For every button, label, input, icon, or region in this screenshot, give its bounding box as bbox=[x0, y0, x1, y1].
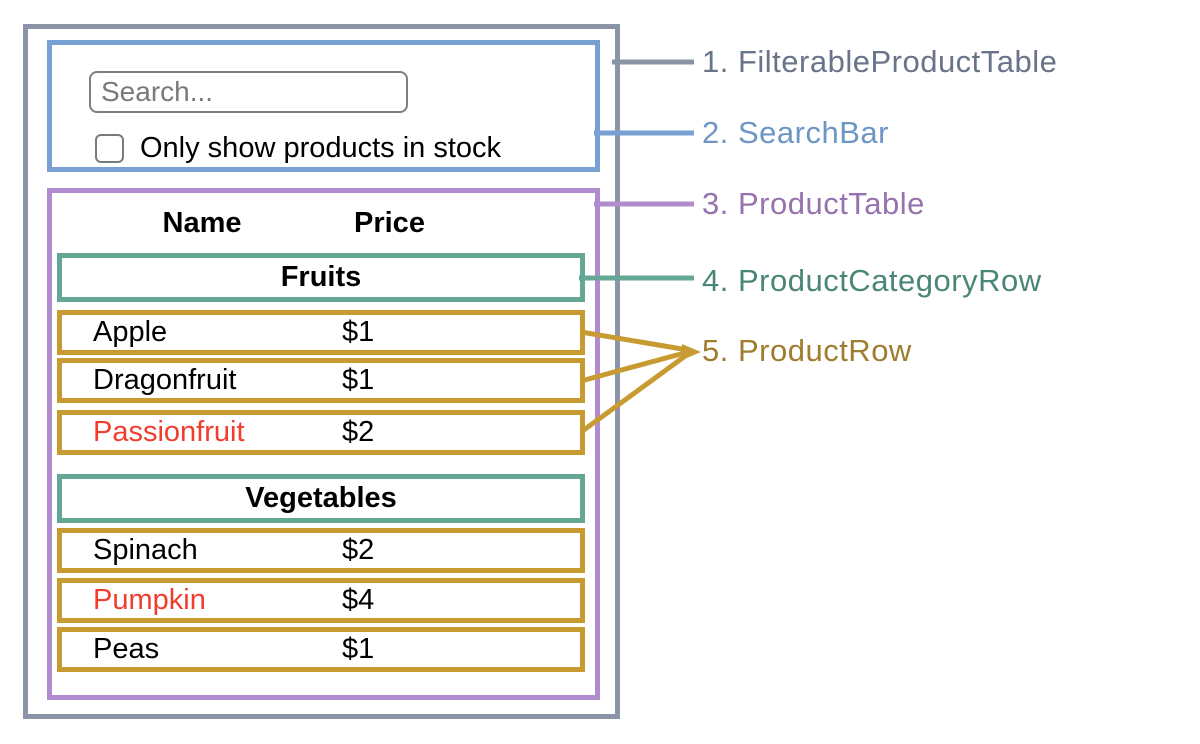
product-name: Dragonfruit bbox=[93, 364, 237, 396]
column-header-name: Name bbox=[162, 207, 242, 239]
connector-arrowhead bbox=[682, 344, 701, 360]
product-category-row-fruits: Fruits bbox=[57, 253, 585, 302]
product-row-apple: Apple $1 bbox=[57, 310, 585, 355]
category-label: Vegetables bbox=[245, 482, 397, 514]
product-name: Peas bbox=[93, 633, 160, 665]
product-row-dragonfruit: Dragonfruit $1 bbox=[57, 358, 585, 403]
product-row-peas: Peas $1 bbox=[57, 627, 585, 672]
search-input[interactable] bbox=[89, 71, 408, 113]
legend-item-search-bar: 2. SearchBar bbox=[702, 115, 889, 150]
product-category-row-vegetables: Vegetables bbox=[57, 474, 585, 523]
product-row-passionfruit: Passionfruit $2 bbox=[57, 410, 585, 455]
product-row-pumpkin: Pumpkin $4 bbox=[57, 578, 585, 623]
in-stock-checkbox-label: Only show products in stock bbox=[140, 132, 502, 164]
legend-item-product-row: 5. ProductRow bbox=[702, 333, 912, 368]
product-price: $1 bbox=[342, 633, 375, 665]
product-price: $1 bbox=[342, 364, 375, 396]
legend-item-product-category-row: 4. ProductCategoryRow bbox=[702, 263, 1042, 298]
product-price: $2 bbox=[342, 534, 375, 566]
product-price: $2 bbox=[342, 416, 375, 448]
table-header-row: Name Price bbox=[62, 204, 580, 242]
product-name: Spinach bbox=[93, 534, 198, 566]
in-stock-checkbox[interactable] bbox=[95, 134, 124, 163]
legend-item-product-table: 3. ProductTable bbox=[702, 186, 925, 221]
product-name: Passionfruit bbox=[93, 416, 245, 448]
product-price: $1 bbox=[342, 316, 375, 348]
column-header-price: Price bbox=[354, 207, 425, 239]
legend-item-filterable-product-table: 1. FilterableProductTable bbox=[702, 44, 1058, 79]
product-row-spinach: Spinach $2 bbox=[57, 528, 585, 573]
product-price: $4 bbox=[342, 584, 375, 616]
product-name: Apple bbox=[93, 316, 168, 348]
product-name: Pumpkin bbox=[93, 584, 206, 616]
category-label: Fruits bbox=[280, 261, 362, 293]
